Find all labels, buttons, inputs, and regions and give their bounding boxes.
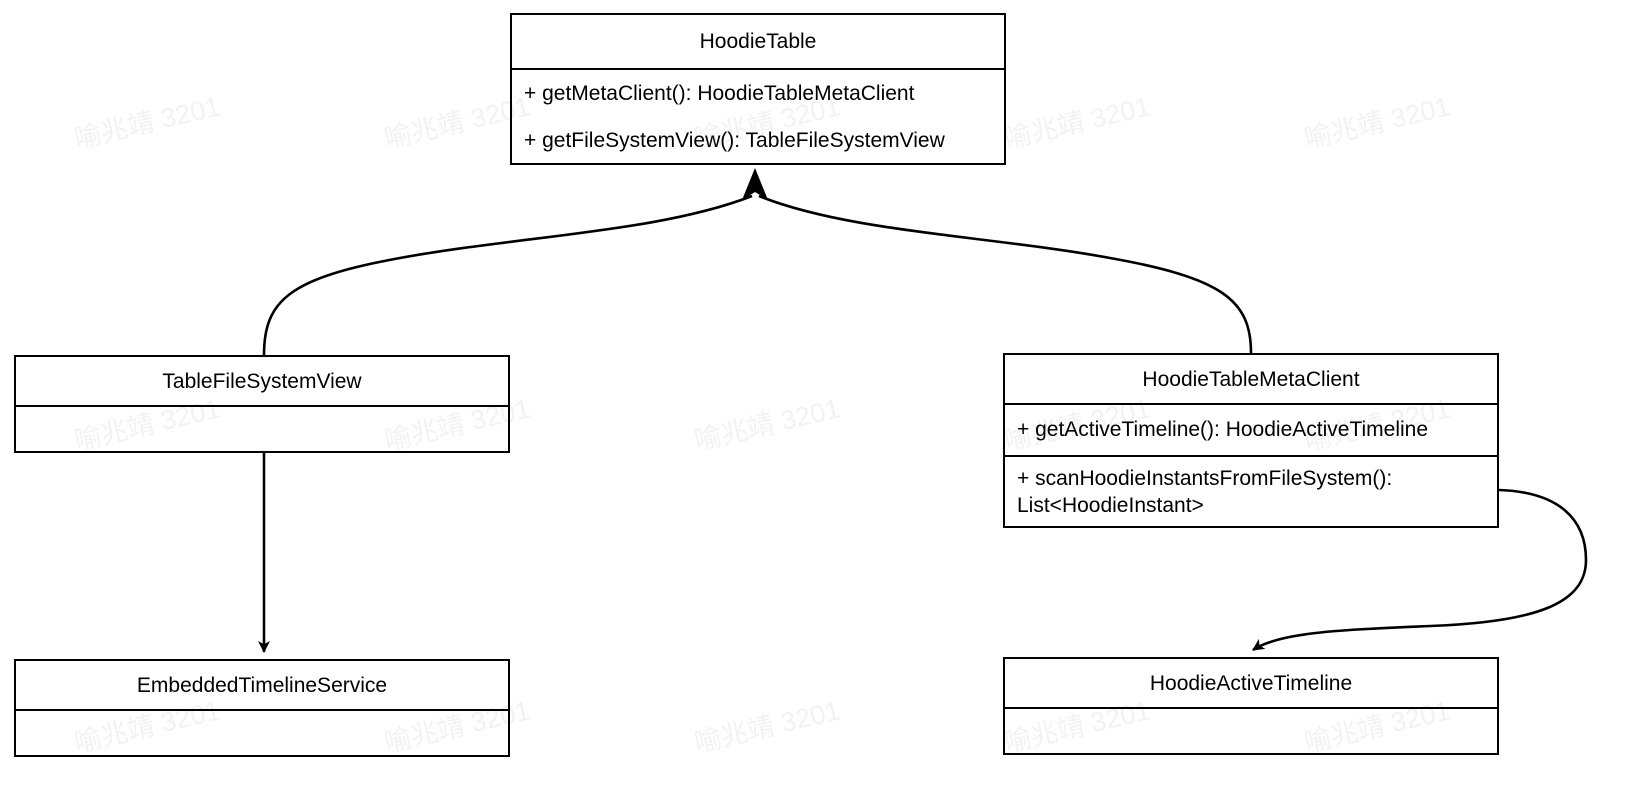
class-divider (1005, 707, 1497, 709)
class-members-meta-client-group-2: + scanHoodieInstantsFromFileSystem(): Li… (1005, 457, 1497, 528)
class-divider (16, 709, 508, 711)
class-members-hoodie-table: + getMetaClient(): HoodieTableMetaClient… (512, 70, 1004, 165)
class-members-hoodie-active-timeline (1005, 709, 1497, 755)
class-title-embedded-timeline-service: EmbeddedTimelineService (136, 673, 388, 697)
class-member: + getFileSystemView(): TableFileSystemVi… (524, 128, 945, 152)
class-divider (512, 68, 1004, 70)
class-member: + getActiveTimeline(): HoodieActiveTimel… (1017, 417, 1429, 441)
class-box-hoodie-active-timeline[interactable]: HoodieActiveTimeline (1003, 657, 1499, 755)
class-divider (1005, 403, 1497, 405)
class-divider (16, 405, 508, 407)
class-title-hoodie-active-timeline: HoodieActiveTimeline (1149, 671, 1353, 695)
class-member: + scanHoodieInstantsFromFileSystem(): Li… (1017, 467, 1393, 517)
class-title-hoodie-table: HoodieTable (699, 30, 817, 53)
class-box-hoodie-table-meta-client[interactable]: HoodieTableMetaClient + getActiveTimelin… (1003, 353, 1499, 528)
class-title-table-file-system-view: TableFileSystemView (162, 369, 362, 393)
class-box-embedded-timeline-service[interactable]: EmbeddedTimelineService (14, 659, 510, 757)
class-members-meta-client-group-1: + getActiveTimeline(): HoodieActiveTimel… (1005, 405, 1497, 455)
class-divider (1005, 455, 1497, 457)
class-members-table-file-system-view (16, 407, 508, 453)
class-title-hoodie-table-meta-client: HoodieTableMetaClient (1142, 367, 1360, 391)
class-box-hoodie-table[interactable]: HoodieTable + getMetaClient(): HoodieTab… (510, 13, 1006, 165)
class-member: + getMetaClient(): HoodieTableMetaClient (524, 82, 915, 106)
class-box-table-file-system-view[interactable]: TableFileSystemView (14, 355, 510, 453)
class-members-embedded-timeline-service (16, 711, 508, 757)
